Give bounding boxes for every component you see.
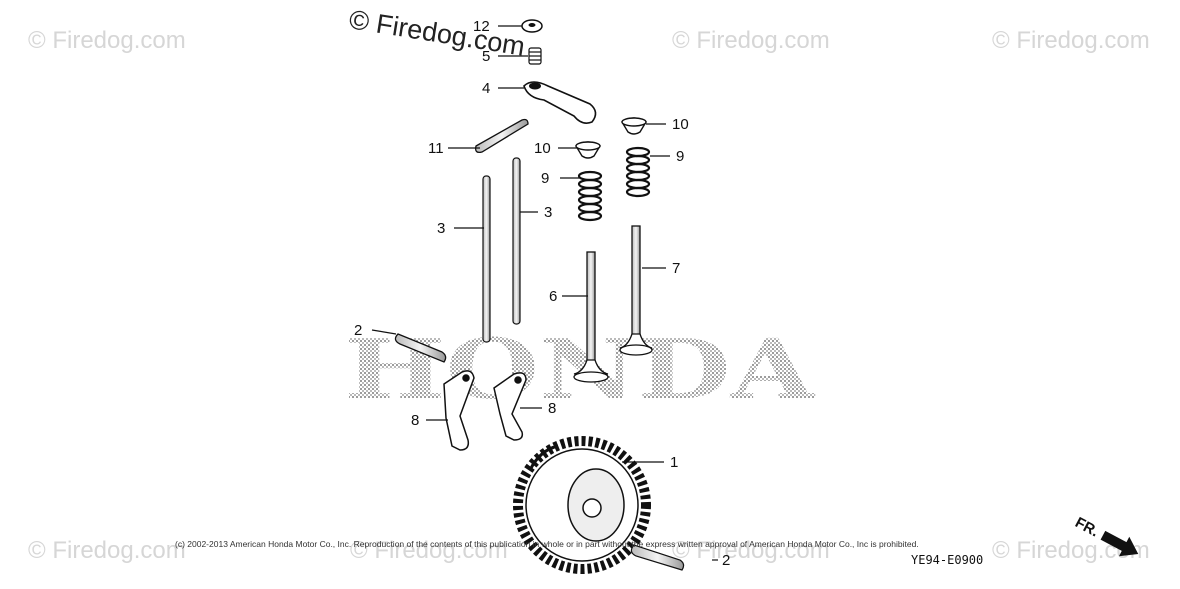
leader-lines <box>371 25 670 463</box>
part-intake-valve <box>573 251 609 383</box>
arrow-right-icon <box>1100 530 1139 557</box>
part-push-rod <box>512 157 521 325</box>
callout-label: 4 <box>482 80 490 97</box>
watermark-text: © Firedog.com <box>672 537 830 564</box>
part-pin <box>394 333 447 363</box>
part-exhaust-valve <box>619 225 653 356</box>
part-camshaft-gear <box>513 436 651 574</box>
part-valve-spring <box>577 170 603 222</box>
callout-label: 11 <box>428 140 444 157</box>
callout-label: 7 <box>672 260 680 277</box>
callout-label: 12 <box>473 18 490 35</box>
callout-label: 3 <box>437 220 445 237</box>
part-pin <box>630 544 685 571</box>
part-nut <box>521 19 543 33</box>
part-push-rod <box>482 175 491 343</box>
watermark-text: © Firedog.com <box>28 27 186 54</box>
part-spring-retainer <box>575 141 601 159</box>
honda-brand-mark: HONDA <box>344 322 816 418</box>
part-spring-retainer <box>621 117 647 135</box>
callout-label: 2 <box>722 552 730 569</box>
watermark-main: © Firedog.com <box>347 4 527 61</box>
callout-label: 3 <box>544 204 552 221</box>
callout-label: 5 <box>482 48 490 65</box>
watermark-text: © Firedog.com <box>672 27 830 54</box>
copyright-notice: (c) 2002-2013 American Honda Motor Co., … <box>175 539 919 549</box>
part-valve-spring <box>625 146 651 198</box>
watermark-text: © Firedog.com <box>350 537 508 564</box>
callout-label: 1 <box>670 454 678 471</box>
callout-label: 8 <box>548 400 556 417</box>
part-rocker-arm <box>523 81 597 124</box>
callout-label: 9 <box>676 148 684 165</box>
callout-label: 9 <box>541 170 549 187</box>
watermark-text: © Firedog.com <box>28 537 186 564</box>
part-valve-lifter <box>493 372 527 441</box>
callout-label: 10 <box>534 140 551 157</box>
callout-label: 8 <box>411 412 419 429</box>
part-adjuster-bolt <box>528 47 542 65</box>
callout-label: 6 <box>549 288 557 305</box>
part-rocker-shaft <box>474 118 529 154</box>
callout-labels: 12 5 4 10 10 11 9 9 3 3 7 6 2 8 8 1 2 <box>354 18 730 569</box>
callout-label: 10 <box>672 116 689 133</box>
part-valve-lifter <box>443 370 475 451</box>
watermark-text: © Firedog.com <box>992 27 1150 54</box>
watermark-group: © Firedog.com © Firedog.com © Firedog.co… <box>28 27 1150 564</box>
callout-label: 2 <box>354 322 362 339</box>
diagram-code: YE94-E0900 <box>911 553 983 567</box>
